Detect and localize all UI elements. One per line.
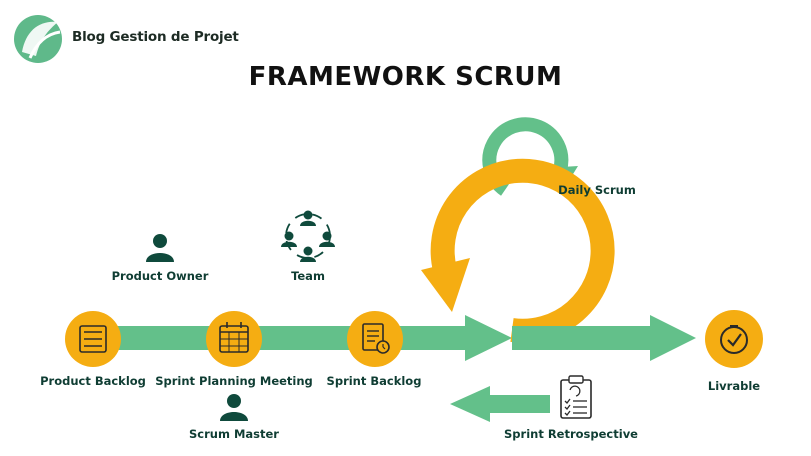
product-backlog-icon xyxy=(65,311,121,367)
scrum-master-label: Scrum Master xyxy=(189,427,279,441)
sprint-backlog-icon xyxy=(347,311,403,367)
team-icon xyxy=(281,210,335,262)
retrospective-arrow xyxy=(450,386,550,422)
livrable-label: Livrable xyxy=(707,379,761,393)
sprint-backlog-label: Sprint Backlog xyxy=(326,374,422,388)
scrum-master-icon xyxy=(220,394,248,421)
product-owner-icon xyxy=(146,234,174,262)
sprint-planning-icon xyxy=(206,311,262,367)
daily-scrum-label: Daily Scrum xyxy=(558,183,636,197)
page-title: FRAMEWORK SCRUM xyxy=(248,62,563,92)
brand-logo xyxy=(14,15,62,63)
product-backlog-label: Product Backlog xyxy=(40,374,146,388)
brand-name: Blog Gestion de Projet xyxy=(72,29,239,45)
product-owner-label: Product Owner xyxy=(111,269,209,283)
main-flow-arrow xyxy=(85,315,512,361)
sprint-loop xyxy=(421,158,615,343)
sprint-retrospective-icon xyxy=(560,375,592,419)
livrable-icon xyxy=(705,310,763,368)
sprint-retrospective-label: Sprint Retrospective xyxy=(504,427,638,441)
sprint-planning-label: Sprint Planning Meeting xyxy=(155,374,313,388)
output-arrow xyxy=(512,315,696,361)
team-label: Team xyxy=(291,269,325,283)
